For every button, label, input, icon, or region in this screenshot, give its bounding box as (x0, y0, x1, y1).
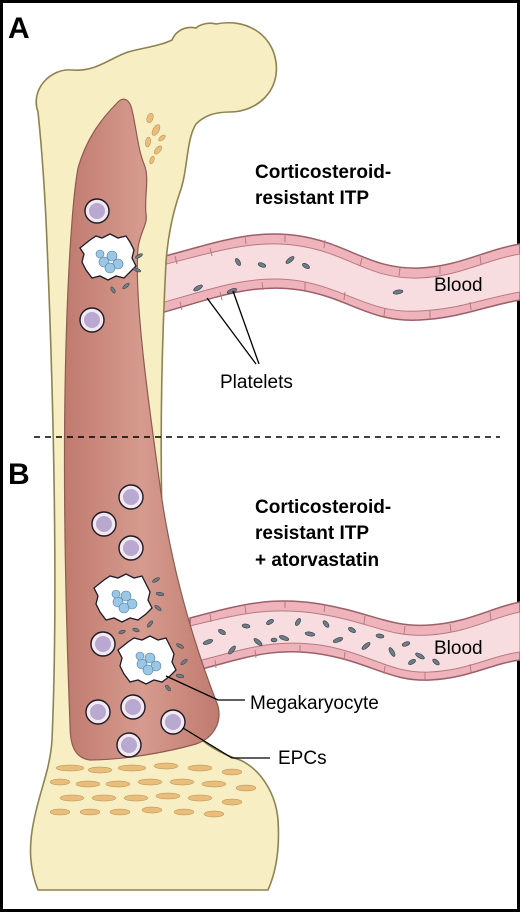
platelets-leader-2 (232, 290, 260, 365)
megakaryocyte-leader (165, 675, 245, 701)
epc-cells-panel-b (85, 484, 186, 758)
trabeculae-top (145, 112, 166, 165)
epc-cell (84, 198, 110, 224)
panel-letter-a: A (8, 12, 30, 45)
vessel-panel-a (149, 233, 520, 321)
epc-cell (160, 709, 186, 735)
panel-a-heading-line2: resistant ITP (255, 188, 369, 209)
leader-lines (165, 290, 270, 759)
blood-label-b: Blood (434, 638, 483, 659)
epc-cell (85, 699, 111, 725)
epcs-label: EPCs (278, 748, 327, 769)
platelets-label: Platelets (220, 372, 293, 393)
megakaryocyte-panel-b-lower (117, 635, 177, 685)
epc-cell (79, 307, 105, 333)
epc-cell (118, 535, 144, 561)
megakaryocyte-label: Megakaryocyte (250, 693, 379, 714)
panel-letter-b: B (8, 458, 30, 491)
vessel-panel-b (189, 600, 520, 681)
epc-cells-panel-a (79, 198, 110, 333)
blood-label-a: Blood (434, 275, 483, 296)
epc-cell (91, 511, 117, 537)
epcs-leader (182, 727, 270, 759)
megakaryocyte-panel-b-upper (93, 573, 153, 623)
panel-a-heading-line1: Corticosteroid- (255, 162, 391, 183)
platelets-in-marrow-b (118, 577, 188, 692)
megakaryocyte-panel-a (79, 233, 137, 281)
panel-b-heading-line2: resistant ITP (255, 523, 369, 544)
epc-cell (120, 694, 146, 720)
platelets-in-marrow-a (110, 253, 143, 294)
epc-cell (118, 484, 144, 510)
panel-b-heading-line1: Corticosteroid- (255, 497, 391, 518)
panel-b-heading-line3: + atorvastatin (255, 550, 379, 571)
platelets-leader-1 (206, 297, 257, 365)
epc-cell (116, 732, 142, 758)
trabeculae-bottom (49, 762, 257, 818)
epc-cell (90, 631, 116, 657)
